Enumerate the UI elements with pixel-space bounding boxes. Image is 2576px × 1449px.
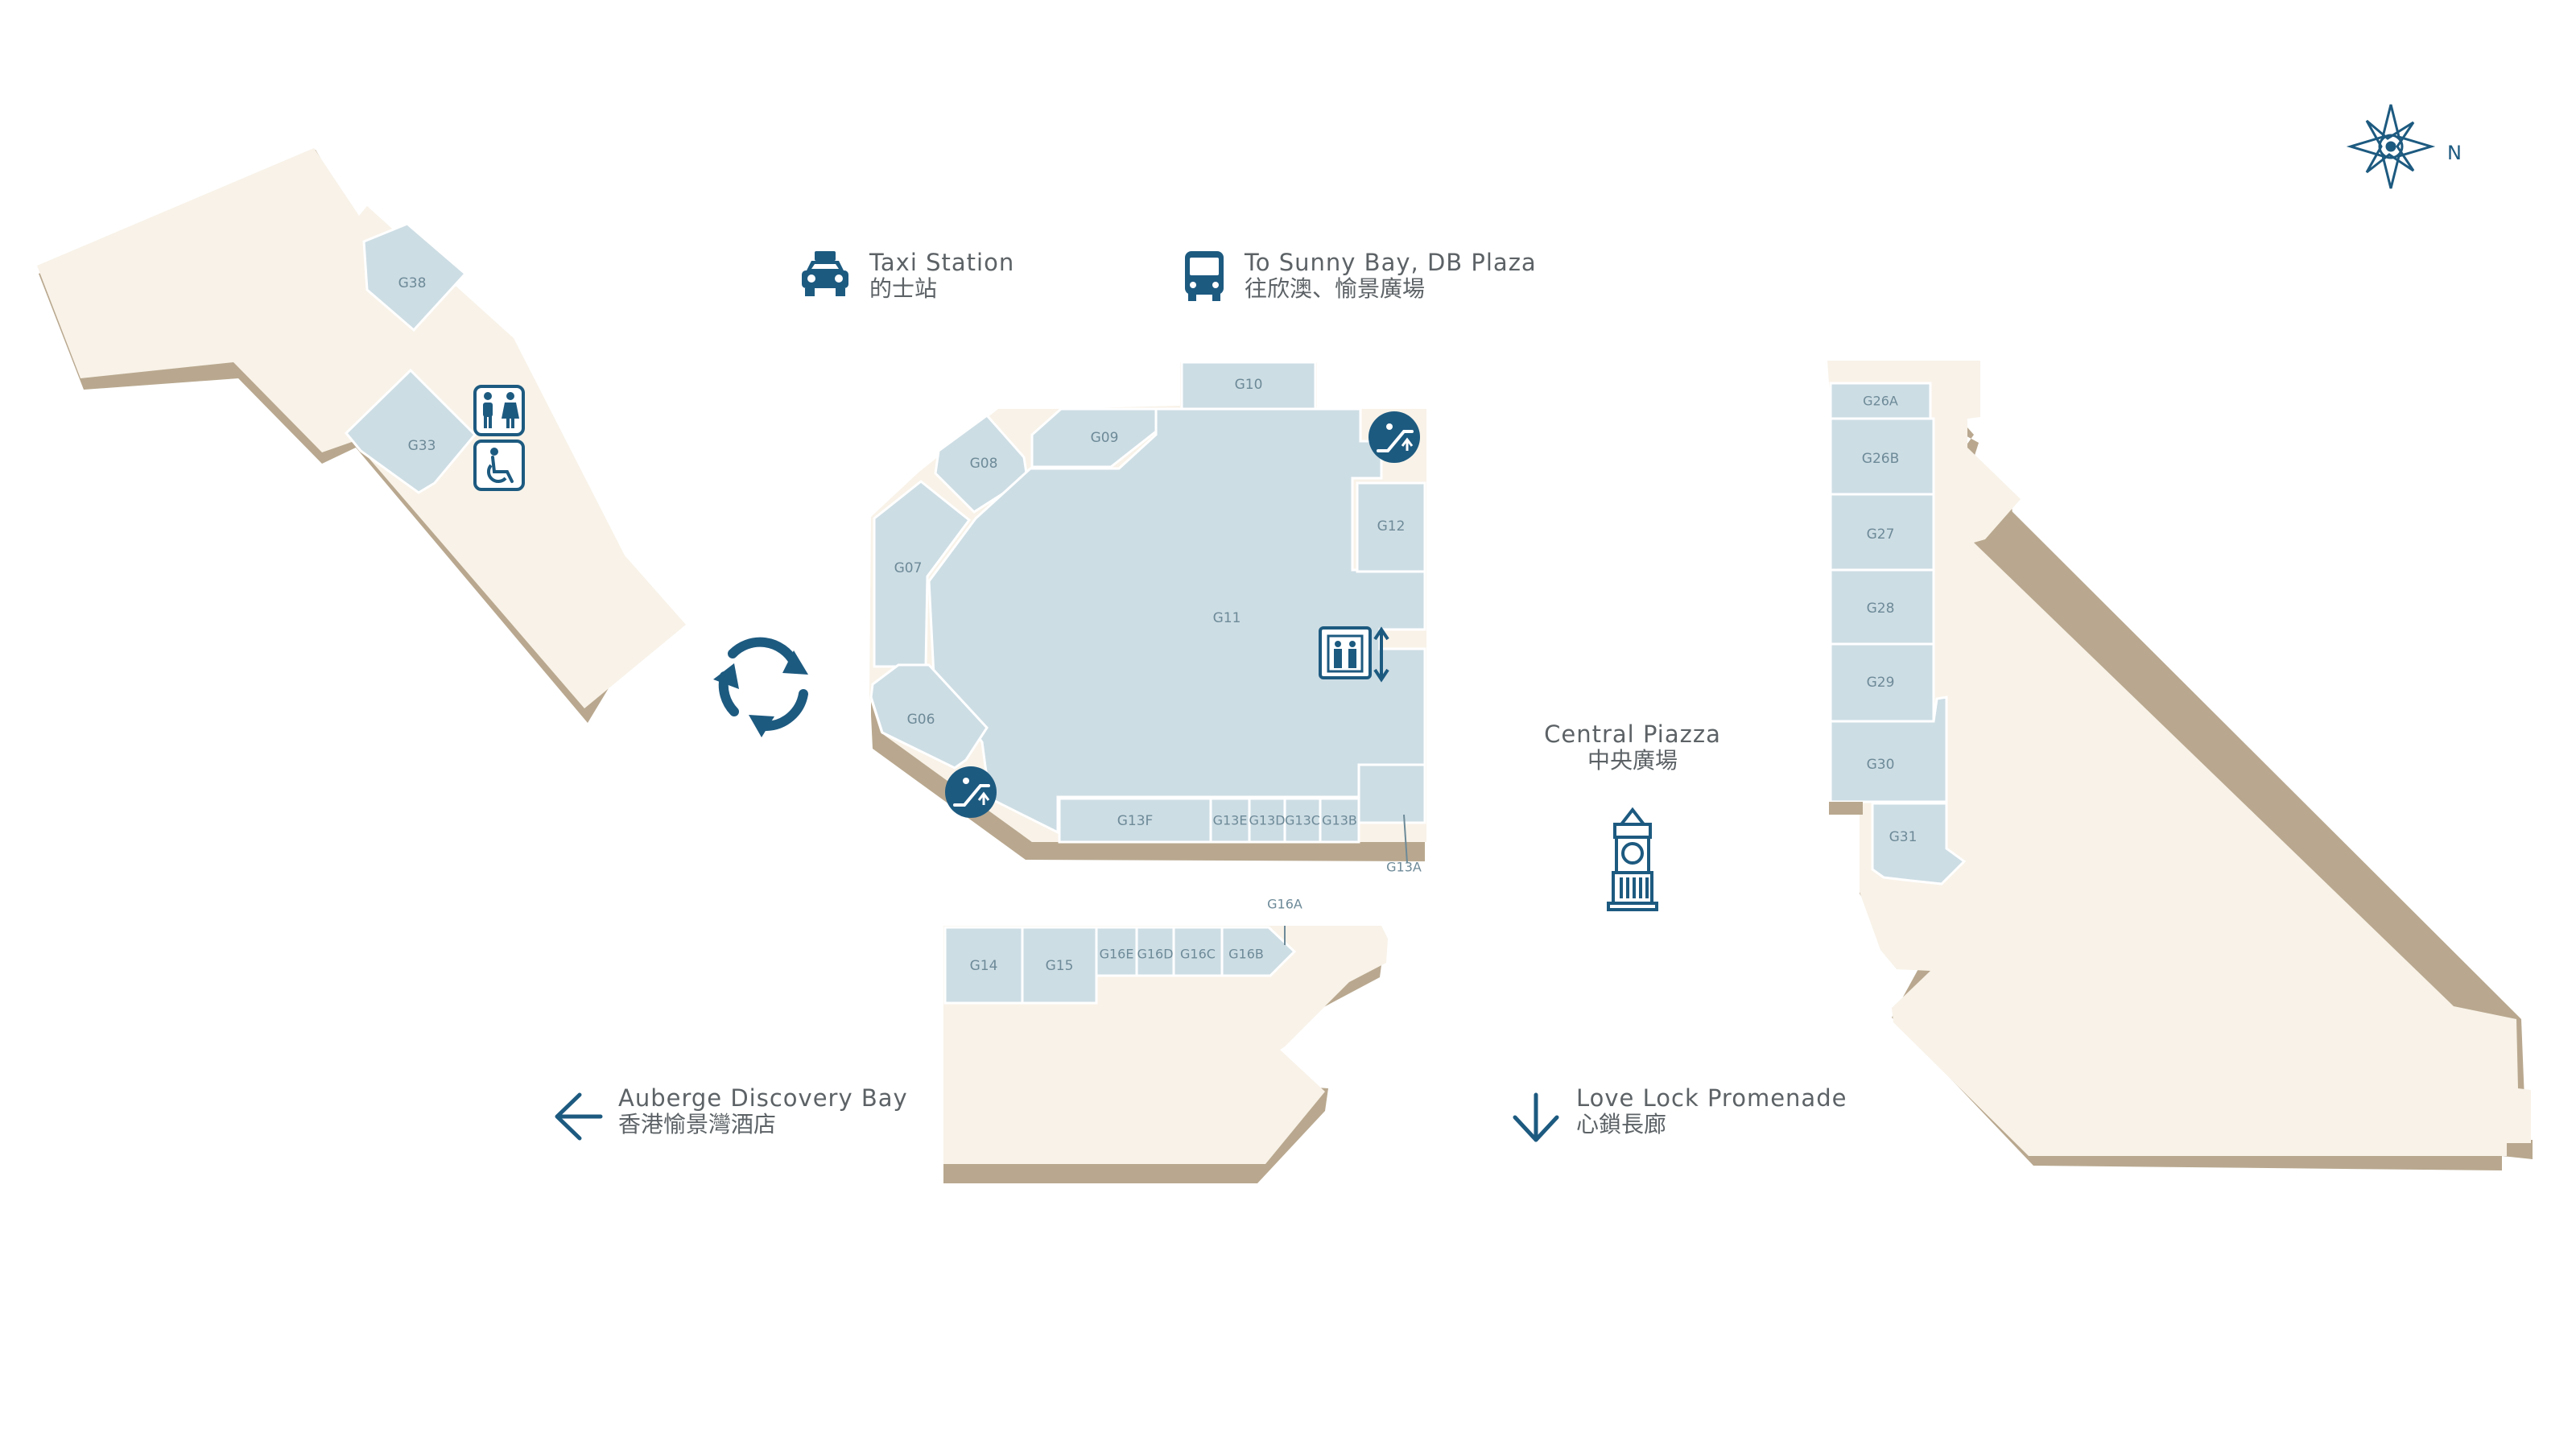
central-piazza-en: Central Piazza (1544, 720, 1721, 748)
unit-g16d-label: G16D (1137, 947, 1173, 962)
taxi-station-en: Taxi Station (869, 249, 1015, 276)
auberge-en: Auberge Discovery Bay (618, 1084, 908, 1112)
west-building (37, 148, 686, 723)
escalator-icon-south[interactable] (945, 766, 997, 818)
north-label: N (2447, 142, 2462, 164)
auberge-zh: 香港愉景灣酒店 (618, 1111, 777, 1138)
central-building (869, 361, 1426, 864)
unit-g15-label: G15 (1046, 958, 1074, 974)
love-lock-en: Love Lock Promenade (1576, 1084, 1847, 1112)
auberge-label[interactable]: Auberge Discovery Bay 香港愉景灣酒店 (618, 1084, 908, 1138)
unit-g08-label: G08 (970, 456, 998, 472)
taxi-icon (802, 251, 848, 296)
wheelchair-icon[interactable] (473, 440, 525, 491)
unit-g06-label: G06 (907, 712, 935, 728)
unit-g11-label: G11 (1213, 610, 1241, 626)
unit-g09-label: G09 (1091, 430, 1119, 446)
unit-g16e-label: G16E (1100, 947, 1134, 962)
escalator-icon[interactable] (1368, 411, 1420, 463)
arrow-down-icon[interactable] (1510, 1092, 1562, 1145)
taxi-station-zh: 的士站 (869, 275, 938, 303)
unit-g16b-label: G16B (1228, 947, 1264, 962)
unit-g29-label: G29 (1867, 675, 1895, 691)
unit-g27-label: G27 (1867, 526, 1895, 543)
love-lock-label[interactable]: Love Lock Promenade 心鎖長廊 (1576, 1084, 1847, 1138)
unit-g13e-label: G13E (1213, 813, 1248, 828)
unit-g07-label: G07 (894, 560, 923, 576)
east-building (1827, 361, 2533, 1170)
unit-g10-label: G10 (1235, 377, 1263, 393)
love-lock-zh: 心鎖長廊 (1576, 1111, 1667, 1138)
unit-g13b-label: G13B (1322, 813, 1357, 828)
south-building (943, 926, 1388, 1183)
arrow-left-icon[interactable] (552, 1090, 604, 1143)
unit-g38-label: G38 (398, 275, 427, 291)
unit-g26b-label: G26B (1862, 451, 1899, 467)
lift-icon[interactable] (1319, 626, 1389, 683)
central-piazza-label: Central Piazza 中央廣場 (1544, 720, 1721, 774)
unit-g28-label: G28 (1867, 601, 1895, 617)
bus-stop-en: To Sunny Bay, DB Plaza (1245, 249, 1537, 276)
unit-g16c-label: G16C (1180, 947, 1216, 962)
compass-rose-icon (2346, 104, 2436, 189)
unit-g31-label: G31 (1889, 829, 1918, 845)
unit-g13d-label: G13D (1249, 813, 1285, 828)
restroom-icon[interactable] (473, 385, 525, 436)
unit-g13f-label: G13F (1117, 813, 1154, 829)
central-piazza-zh: 中央廣場 (1587, 747, 1678, 774)
bus-stop-label: To Sunny Bay, DB Plaza 往欣澳、愉景廣場 (1245, 249, 1537, 303)
roundabout-icon (713, 637, 808, 737)
unit-g13a-label: G13A (1386, 860, 1422, 875)
unit-g30-label: G30 (1867, 757, 1895, 773)
taxi-station-label: Taxi Station 的士站 (869, 249, 1015, 303)
clock-tower-icon (1607, 807, 1658, 911)
unit-g16a-label: G16A (1267, 897, 1302, 912)
unit-g13c-label: G13C (1285, 813, 1320, 828)
unit-g14-label: G14 (970, 958, 998, 974)
unit-g33-label: G33 (408, 438, 436, 454)
bus-icon (1185, 251, 1224, 301)
unit-g12-label: G12 (1377, 518, 1406, 535)
bus-stop-zh: 往欣澳、愉景廣場 (1245, 275, 1426, 303)
unit-g26a-label: G26A (1863, 394, 1898, 409)
